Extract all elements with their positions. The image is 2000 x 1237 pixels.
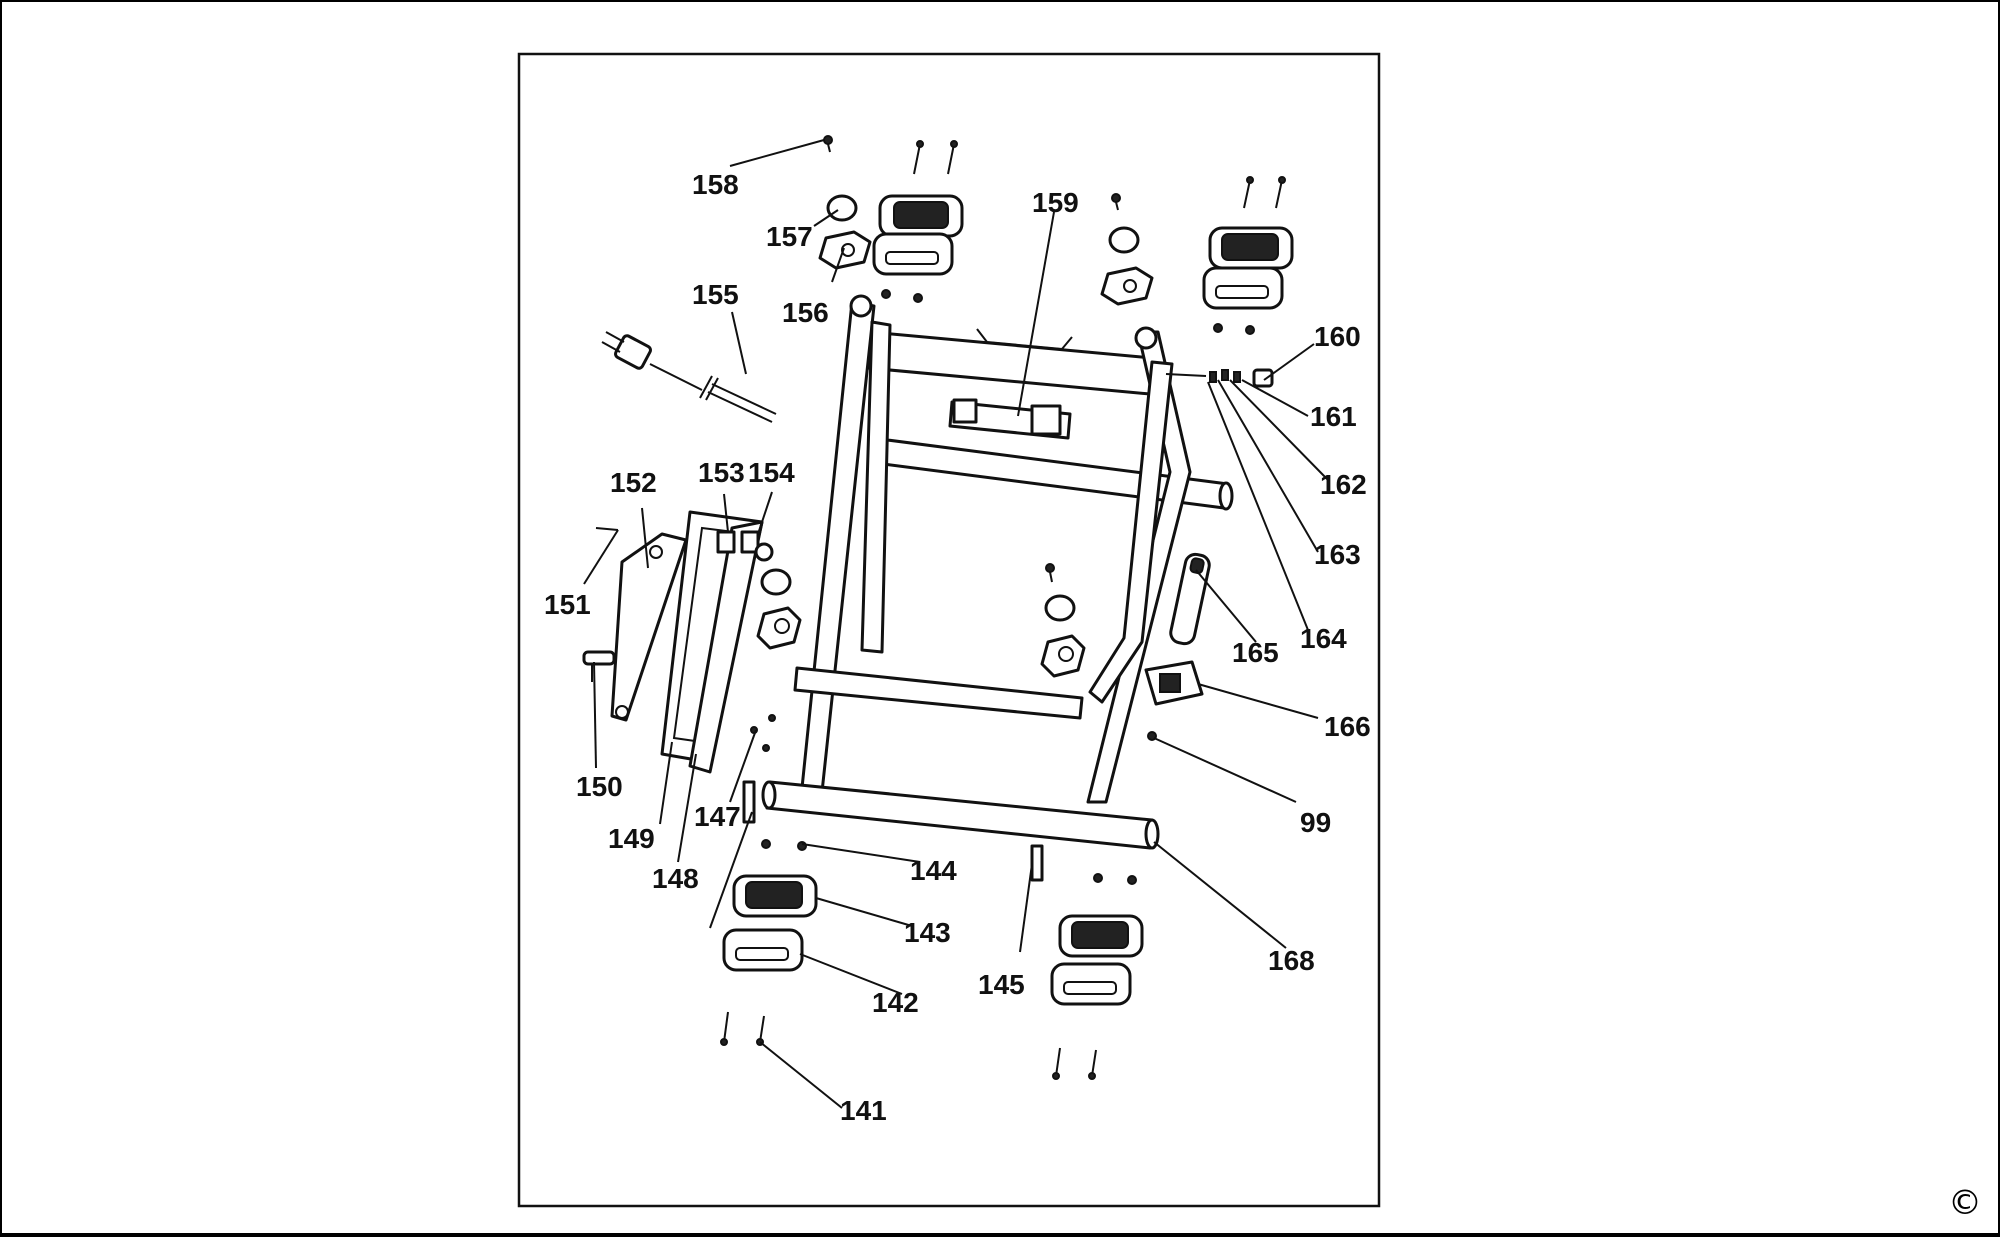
bumpers-and-plates [756,194,1154,678]
leader-lines [583,139,1329,1109]
label-152: 152 [610,467,657,498]
label-165: 165 [1232,637,1279,668]
label-162: 162 [1320,469,1367,500]
label-164: 164 [1300,623,1347,654]
label-150: 150 [576,771,623,802]
part-labels: 158 157 156 155 159 160 161 162 163 164 … [544,169,1371,1126]
label-163: 163 [1314,539,1361,570]
label-158: 158 [692,169,739,200]
label-157: 157 [766,221,813,252]
label-147: 147 [694,801,741,832]
copyright-symbol: © [1948,1183,1982,1223]
label-151: 151 [544,589,591,620]
label-155: 155 [692,279,739,310]
right-side-parts [1144,368,1274,741]
label-99: 99 [1300,807,1331,838]
label-166: 166 [1324,711,1371,742]
label-161: 161 [1310,401,1357,432]
label-159: 159 [1032,187,1079,218]
label-160: 160 [1314,321,1361,352]
label-149: 149 [608,823,655,854]
label-168: 168 [1268,945,1315,976]
screws-and-nuts [720,135,1286,1080]
label-141: 141 [840,1095,887,1126]
label-142: 142 [872,987,919,1018]
side-handle-assembly [582,510,1044,882]
label-156: 156 [782,297,829,328]
label-144: 144 [910,855,957,886]
label-153: 153 [698,457,745,488]
label-145: 145 [978,969,1025,1000]
drawing-frame [517,52,1381,1208]
stand-frame [761,294,1234,850]
label-143: 143 [904,917,951,948]
power-cord [601,331,777,423]
caster-feet [722,194,1294,1006]
label-154: 154 [748,457,795,488]
label-148: 148 [652,863,699,894]
